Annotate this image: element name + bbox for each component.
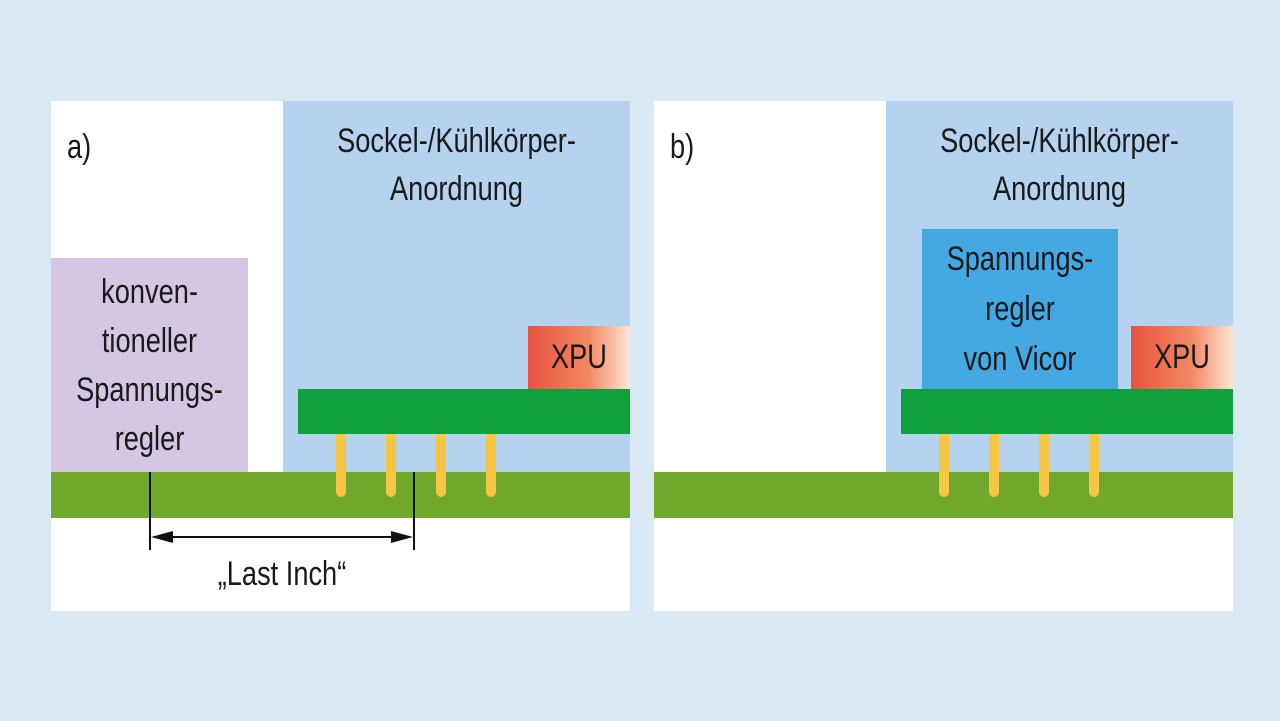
panel-label-b: b) — [670, 128, 695, 166]
conventional-regulator-line: regler — [114, 420, 185, 458]
xpu-chip: XPU — [528, 326, 630, 389]
vicor-regulator: Spannungs- regler von Vicor — [922, 229, 1118, 389]
socket-label-line2: Anordnung — [992, 170, 1127, 208]
panel-label-a: a) — [67, 128, 92, 166]
connector-pin — [989, 410, 999, 497]
socket-label-line2: Anordnung — [389, 170, 524, 208]
conventional-regulator-line: Spannungs- — [76, 371, 223, 409]
vicor-regulator-line: Spannungs- — [946, 240, 1094, 278]
connector-pin — [486, 410, 496, 497]
vicor-regulator-line: von Vicor — [963, 340, 1077, 378]
socket-label-line1: Sockel-/Kühlkörper- — [940, 122, 1179, 160]
connector-pin — [939, 410, 949, 497]
dimension-arrow-left — [151, 531, 173, 543]
conventional-regulator-line: konven- — [101, 273, 198, 311]
dimension-tick-left — [149, 472, 151, 550]
conventional-regulator-line: tioneller — [101, 322, 198, 360]
xpu-label: XPU — [1154, 338, 1210, 376]
connector-pin — [436, 410, 446, 497]
socket-label-line1: Sockel-/Kühlkörper- — [337, 122, 576, 160]
socket-heatsink-label: Sockel-/Kühlkörper- Anordnung — [283, 117, 630, 213]
connector-pin — [336, 410, 346, 497]
panel-a: Sockel-/Kühlkörper- Anordnung a) konven-… — [51, 101, 630, 611]
panel-b: Sockel-/Kühlkörper- Anordnung b) Spannun… — [654, 101, 1233, 611]
xpu-chip: XPU — [1131, 326, 1233, 389]
vicor-regulator-label: Spannungs- regler von Vicor — [922, 234, 1118, 384]
substrate-board — [298, 389, 630, 434]
substrate-board — [901, 389, 1233, 434]
conventional-regulator-label: konven- tioneller Spannungs- regler — [51, 268, 248, 464]
connector-pin — [1039, 410, 1049, 497]
connector-pin — [1089, 410, 1099, 497]
conventional-regulator: konven- tioneller Spannungs- regler — [51, 258, 248, 472]
vicor-regulator-line: regler — [985, 290, 1055, 328]
connector-pin — [386, 410, 396, 497]
dimension-arrow-right — [391, 531, 413, 543]
dimension-tick-right — [413, 472, 415, 550]
last-inch-label: „Last Inch“ — [217, 555, 347, 593]
socket-heatsink-label: Sockel-/Kühlkörper- Anordnung — [886, 117, 1233, 213]
dimension-line — [161, 536, 403, 538]
xpu-label: XPU — [551, 338, 607, 376]
